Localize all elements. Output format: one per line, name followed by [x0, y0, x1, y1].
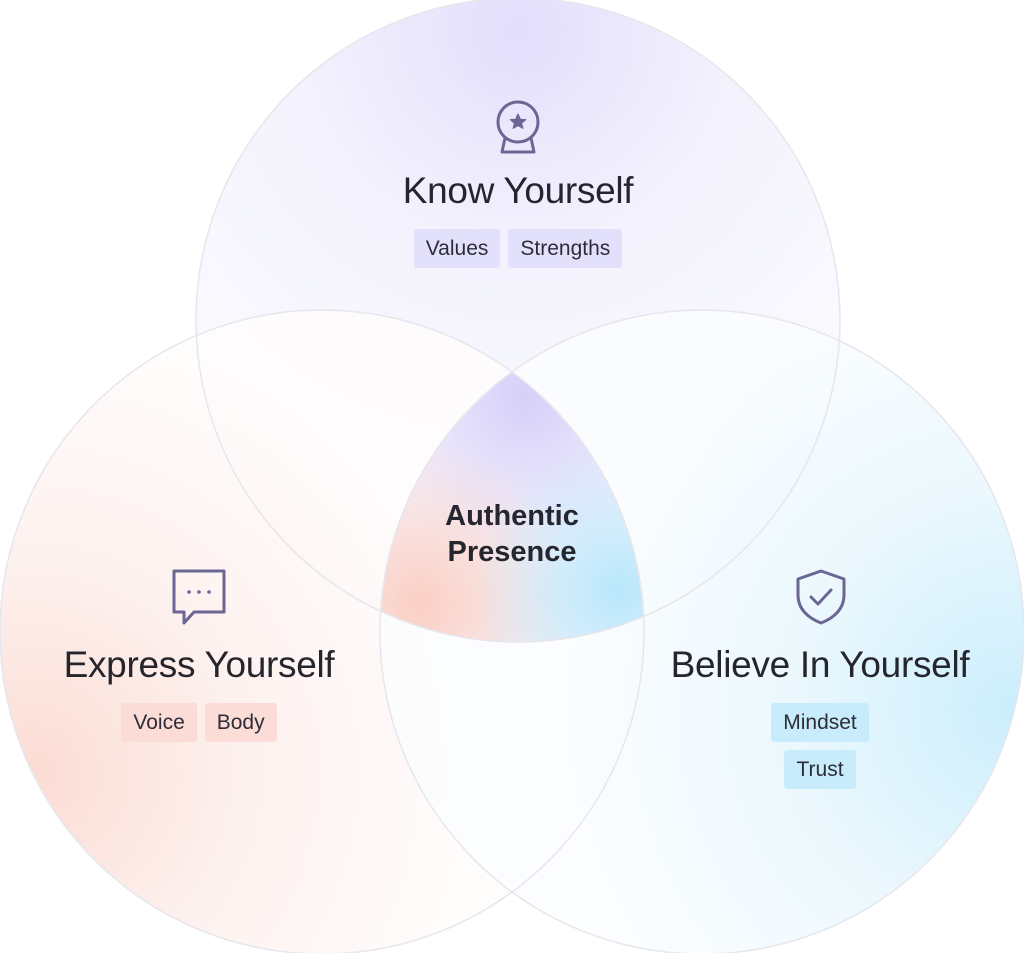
tag-strengths: Strengths — [508, 229, 623, 268]
tag-voice: Voice — [121, 703, 197, 742]
express-yourself-tags: Voice Body — [0, 703, 398, 742]
know-yourself-tags: Values Strengths — [318, 229, 718, 268]
tag-values: Values — [413, 229, 501, 268]
believe-in-yourself-tags-row1: Mindset — [620, 703, 1020, 742]
express-yourself-title: Express Yourself — [63, 644, 335, 685]
believe-in-yourself-title: Believe In Yourself — [670, 644, 970, 685]
tag-mindset: Mindset — [771, 703, 869, 742]
tag-body: Body — [204, 703, 277, 742]
believe-in-yourself-tags-row2: Trust — [620, 750, 1020, 789]
crystal-ball-star-icon — [494, 98, 542, 156]
know-yourself-title: Know Yourself — [402, 170, 634, 211]
tag-trust: Trust — [784, 750, 856, 789]
shield-check-icon — [794, 568, 848, 626]
center-label-line2: Presence — [447, 536, 577, 568]
speech-bubble-icon — [170, 568, 228, 626]
center-label-line1: Authentic — [445, 500, 579, 532]
center-label: Authentic Presence — [412, 498, 612, 570]
